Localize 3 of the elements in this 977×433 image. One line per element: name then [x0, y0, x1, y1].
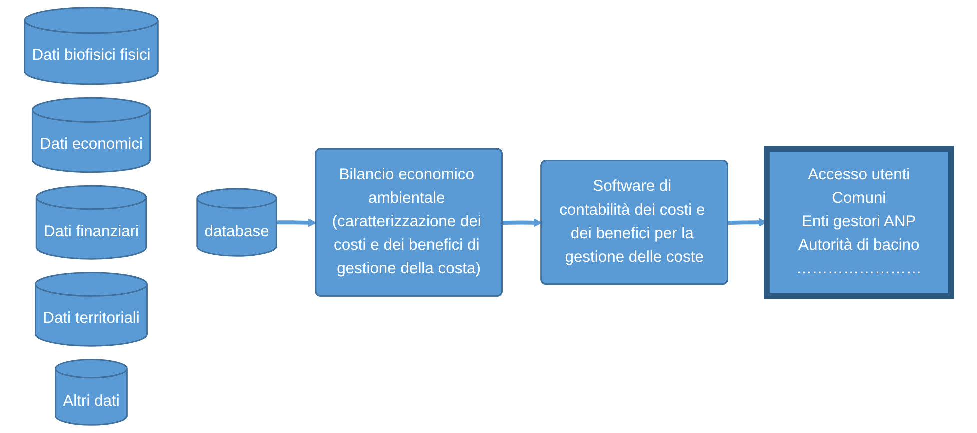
arrow: [277, 218, 318, 228]
arrow: [503, 218, 543, 228]
node-box: Accesso utenti Comuni Enti gestori ANP Autorità di bacino ……………………: [764, 146, 955, 300]
